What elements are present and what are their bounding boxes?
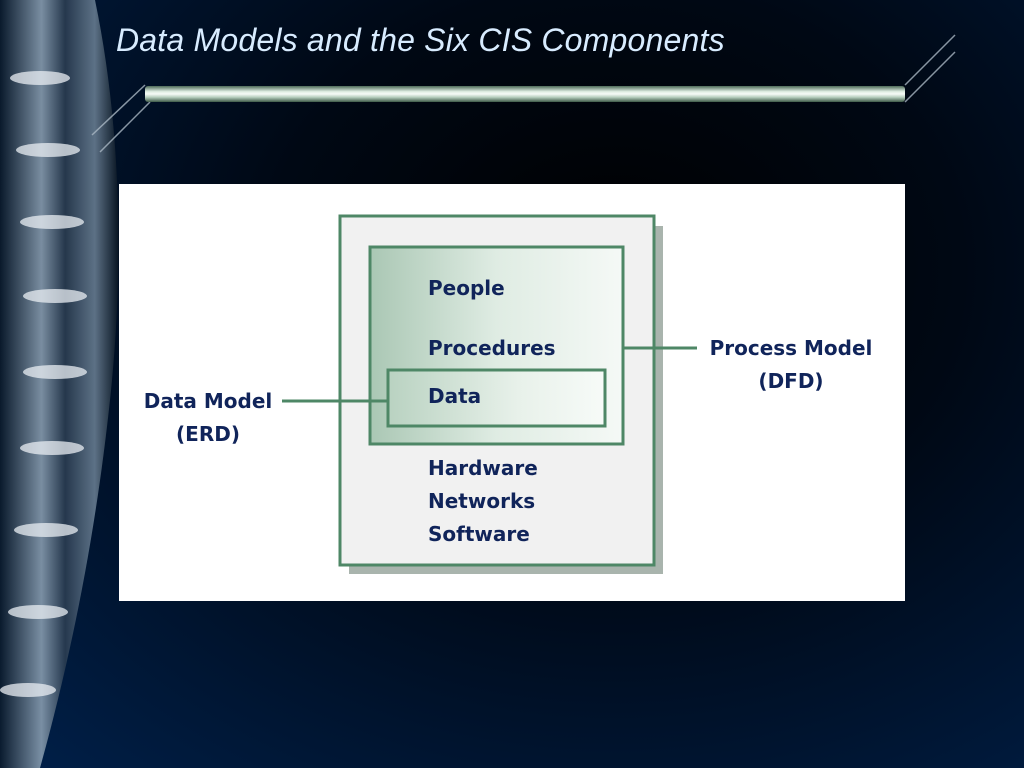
data-model-label: Data Model: [143, 389, 273, 413]
component-label-networks: Networks: [428, 489, 536, 513]
data-box: [386, 368, 607, 428]
component-label-data: Data: [428, 384, 482, 408]
component-label-software: Software: [428, 522, 530, 546]
process-model-label: Process Model: [709, 336, 873, 360]
component-label-procedures: Procedures: [428, 336, 556, 360]
process-model-notation: (DFD): [758, 369, 824, 393]
components-diagram: [282, 214, 697, 574]
component-label-hardware: Hardware: [428, 456, 538, 480]
diagram-panel: People Procedures Data Hardware Networks…: [119, 184, 905, 601]
title-underline-bar: [145, 86, 905, 102]
data-model-notation: (ERD): [176, 422, 240, 446]
component-label-people: People: [428, 276, 505, 300]
slide-title: Data Models and the Six CIS Components: [116, 22, 725, 58]
